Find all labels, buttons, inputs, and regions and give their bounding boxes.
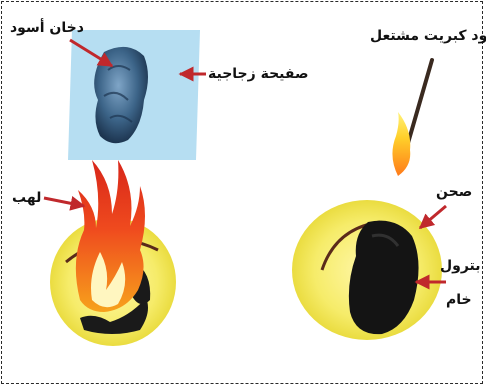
label-crude-oil-line1: بترول (440, 258, 481, 274)
label-glass-plate: صفيحة زجاجية (208, 66, 308, 82)
right-setup (292, 60, 446, 340)
label-crude-oil-line2: خام (446, 292, 472, 308)
match-stick (406, 60, 432, 150)
arrow-dish (420, 206, 446, 228)
label-lit-match: عود كبريت مشتعل (370, 28, 486, 44)
arrow-flame (44, 198, 84, 206)
label-black-smoke: دخان أسود (10, 20, 84, 36)
left-setup (44, 30, 206, 346)
match-flame (392, 112, 410, 176)
label-flame: لهب (12, 190, 41, 206)
label-dish: صحن (436, 184, 472, 200)
